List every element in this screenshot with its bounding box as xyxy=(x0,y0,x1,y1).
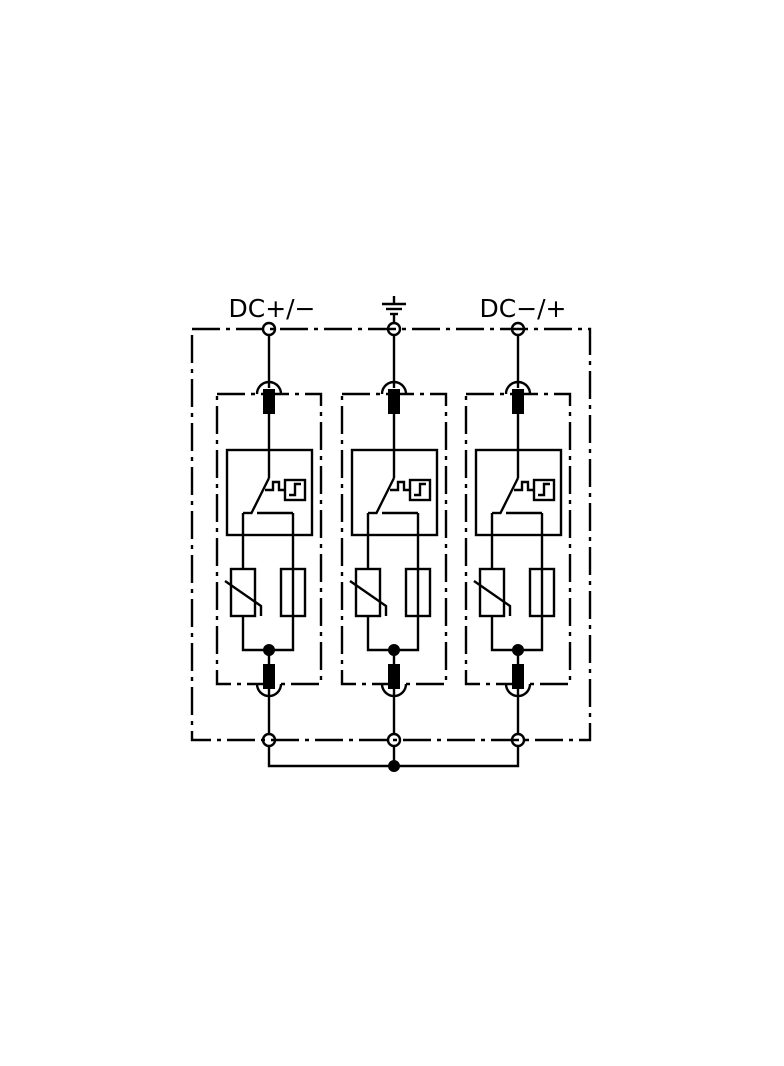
terminal-bottom-left xyxy=(261,732,277,748)
terminal-bottom-center xyxy=(386,732,402,748)
terminal-label-left: DC+/− xyxy=(228,294,315,323)
module-right xyxy=(464,333,572,736)
module-center xyxy=(340,333,448,736)
module-left xyxy=(215,333,323,736)
bottom-common-bus xyxy=(267,747,520,772)
terminal-top-right xyxy=(510,321,526,337)
bus-junction-dot xyxy=(388,760,400,772)
terminal-label-right: DC−/+ xyxy=(479,294,566,323)
terminal-top-left xyxy=(261,321,277,337)
terminal-bottom-right xyxy=(510,732,526,748)
outer-enclosure xyxy=(190,327,592,742)
terminal-top-center xyxy=(386,321,402,337)
ground-icon xyxy=(382,296,406,323)
